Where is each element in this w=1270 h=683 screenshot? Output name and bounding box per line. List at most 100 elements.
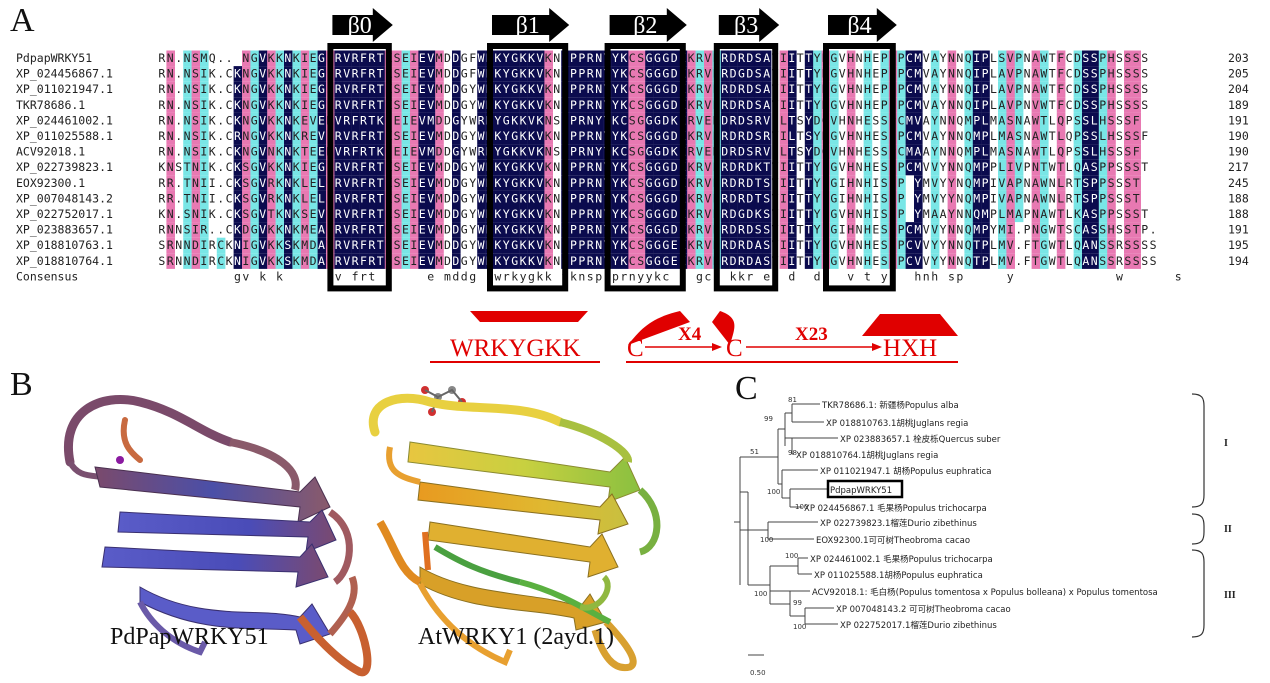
residue: Q	[1057, 113, 1064, 127]
residue: C	[1066, 82, 1073, 96]
residue-bg	[1006, 190, 1015, 207]
residue-bg	[578, 144, 587, 160]
residue: K	[528, 82, 535, 96]
residue: K	[528, 223, 535, 237]
residue: N	[856, 254, 863, 268]
residue: N	[948, 129, 955, 143]
residue-bg	[704, 253, 713, 269]
residue: P	[990, 207, 997, 221]
residue-bg	[233, 128, 243, 145]
residue-bg	[477, 253, 486, 269]
residue: I	[301, 98, 308, 112]
residue-bg	[704, 159, 713, 176]
residue: V	[923, 82, 930, 96]
residue: V	[343, 207, 350, 221]
residue-bg	[972, 253, 982, 269]
residue-bg	[183, 97, 192, 113]
residue: R	[209, 238, 216, 252]
residue-bg	[317, 175, 327, 191]
residue: V	[704, 98, 711, 112]
residue: Y	[914, 176, 921, 190]
residue: T	[184, 176, 191, 190]
residue: D	[452, 238, 459, 252]
residue: N	[1024, 98, 1031, 112]
residue-bg	[477, 190, 486, 207]
residue: L	[788, 129, 795, 143]
residue-bg	[200, 128, 209, 145]
residue-bg	[418, 175, 427, 191]
residue-bg	[779, 159, 789, 176]
residue-bg	[317, 112, 327, 129]
residue: N	[167, 51, 174, 65]
residue-bg	[351, 144, 360, 160]
residue-bg	[720, 97, 730, 113]
residue: .	[226, 51, 233, 65]
residue-bg	[309, 128, 318, 145]
residue: P	[578, 129, 585, 143]
residue: W	[478, 254, 485, 268]
residue: R	[738, 254, 745, 268]
residue: F	[360, 254, 367, 268]
residue: M	[906, 145, 913, 159]
residue: N	[175, 238, 182, 252]
residue-bg	[477, 206, 486, 223]
residue: M	[436, 51, 443, 65]
residue-bg	[737, 222, 747, 238]
residue: S	[637, 129, 644, 143]
residue: S	[394, 129, 401, 143]
residue: K	[209, 207, 216, 221]
residue: I	[200, 67, 207, 81]
residue: .	[175, 67, 182, 81]
residue: N	[595, 51, 602, 65]
residue-bg	[183, 81, 192, 98]
residue: I	[788, 176, 795, 190]
residue-bg	[393, 237, 402, 254]
residue-bg	[527, 144, 537, 160]
residue-bg	[880, 50, 889, 67]
residue: .	[175, 51, 182, 65]
residue: G	[452, 113, 459, 127]
residue-bg	[410, 128, 419, 145]
residue: P	[1108, 207, 1115, 221]
residue: S	[1091, 207, 1098, 221]
residue: R	[158, 129, 165, 143]
residue-bg	[737, 175, 747, 191]
residue: D	[671, 129, 678, 143]
residue: N	[175, 254, 182, 268]
residue-bg	[804, 81, 814, 98]
wrkygkk-wedge	[470, 311, 588, 322]
residue-bg	[527, 97, 537, 113]
residue-bg	[1056, 253, 1066, 269]
residue-bg	[250, 253, 259, 269]
residue-bg	[1090, 190, 1099, 207]
residue: G	[503, 145, 510, 159]
caption-pdpapwrky51: PdPapWRKY51	[110, 624, 269, 650]
residue: D	[730, 129, 737, 143]
residue: C	[629, 176, 636, 190]
residue-bg	[1132, 237, 1141, 254]
residue: P	[881, 67, 888, 81]
residue-bg	[1073, 159, 1083, 176]
residue: S	[394, 98, 401, 112]
residue: V	[536, 223, 543, 237]
residue-bg	[401, 97, 411, 113]
residue-bg	[1040, 222, 1049, 238]
residue: K	[268, 82, 275, 96]
residue: Y	[494, 113, 501, 127]
residue-bg	[586, 206, 595, 223]
motif-c1: C	[627, 335, 644, 362]
residue: K	[293, 82, 300, 96]
residue-bg	[964, 81, 973, 98]
residue: T	[377, 223, 384, 237]
residue-bg	[586, 97, 595, 113]
residue-bg	[1056, 190, 1066, 207]
residue: S	[1124, 82, 1131, 96]
residue-bg	[981, 66, 990, 82]
residue: V	[419, 113, 426, 127]
residue: K	[520, 129, 527, 143]
residue: V	[427, 51, 434, 65]
residue-bg	[880, 112, 889, 129]
residue-bg	[1056, 175, 1066, 191]
residue-bg	[426, 206, 436, 223]
residue: G	[461, 98, 468, 112]
